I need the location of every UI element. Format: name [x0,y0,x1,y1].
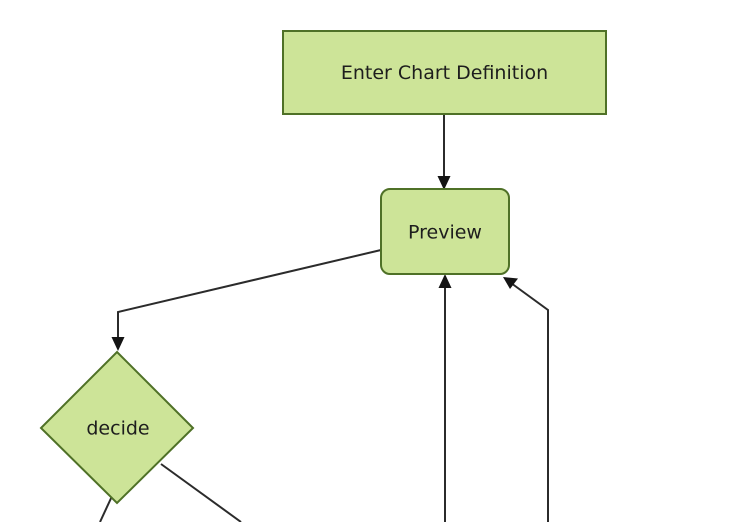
edge-decide-bottom-left-line [99,493,114,522]
edge-preview-to-decide[interactable] [111,249,382,351]
edge-enter-to-preview-arrowhead [437,176,451,190]
node-preview-shape [380,188,510,275]
node-enter-chart-definition-label: Enter Chart Definition [341,62,548,84]
node-decide[interactable]: decide [39,350,195,505]
node-decide-label: decide [86,418,149,440]
edge-decide-bottom-right-line [160,463,242,522]
edge-enter-to-preview[interactable] [437,114,451,190]
edge-bottom-right-to-preview[interactable] [503,277,549,522]
node-preview-label: Preview [408,222,482,244]
edge-bottom-right-to-preview-arrowhead [503,277,518,289]
edge-preview-to-decide-line [117,249,382,342]
edge-bottom-center-to-preview[interactable] [438,274,452,522]
node-decide-shape [39,350,195,505]
edge-preview-to-decide-arrowhead [111,337,125,351]
edge-bottom-center-to-preview-arrowhead [438,274,452,288]
node-preview[interactable]: Preview [380,188,510,275]
edge-decide-bottom-left[interactable] [99,493,114,522]
edge-layer [99,114,549,522]
edge-bottom-right-to-preview-line [510,282,549,522]
edge-decide-bottom-right[interactable] [160,463,242,522]
node-enter-chart-definition-shape [282,30,607,115]
node-layer: Enter Chart Definition Preview decide [39,30,607,505]
node-enter-chart-definition[interactable]: Enter Chart Definition [282,30,607,115]
